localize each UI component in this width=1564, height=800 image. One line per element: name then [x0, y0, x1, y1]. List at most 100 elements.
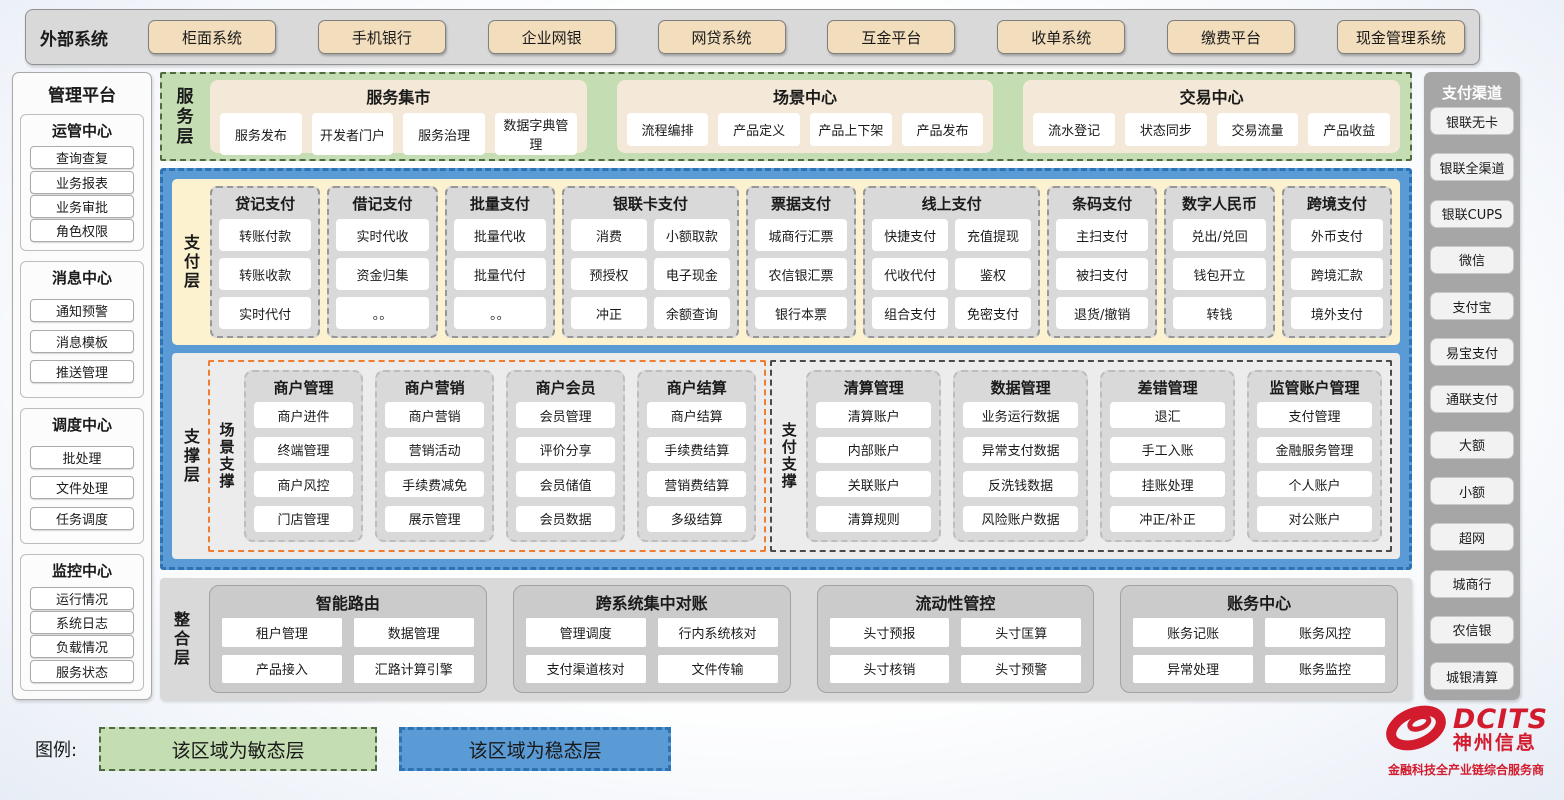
payment-item-button[interactable]: 批量代付 — [453, 258, 547, 290]
payment-item-button[interactable]: 城商行汇票 — [754, 219, 848, 251]
payment-channel-button[interactable]: 银联无卡 — [1430, 107, 1514, 135]
support-item-button[interactable]: 反洗钱数据 — [963, 471, 1079, 498]
payment-channel-button[interactable]: 微信 — [1430, 245, 1514, 274]
management-item-button[interactable]: 消息模板 — [30, 329, 134, 353]
integration-item-button[interactable]: 产品接入 — [222, 654, 342, 683]
integration-item-button[interactable]: 支付渠道核对 — [525, 654, 646, 683]
support-item-button[interactable]: 风险账户数据 — [963, 505, 1079, 532]
support-item-button[interactable]: 商户进件 — [254, 402, 354, 428]
payment-channel-button[interactable]: 城银清算 — [1430, 662, 1514, 690]
payment-item-button[interactable]: 银行本票 — [754, 297, 848, 329]
management-item-button[interactable]: 运行情况 — [30, 586, 134, 610]
payment-item-button[interactable]: 快捷支付 — [872, 219, 949, 251]
integration-item-button[interactable]: 头寸匡算 — [961, 618, 1082, 647]
service-item-button[interactable]: 状态同步 — [1125, 113, 1207, 146]
payment-item-button[interactable]: 被扫支付 — [1056, 258, 1149, 290]
payment-item-button[interactable]: 转账付款 — [219, 219, 312, 251]
support-item-button[interactable]: 关联账户 — [816, 471, 932, 498]
payment-channel-button[interactable]: 支付宝 — [1430, 292, 1514, 320]
payment-item-button[interactable]: 充值提现 — [955, 219, 1031, 251]
payment-item-button[interactable]: 小额取款 — [653, 219, 730, 251]
integration-item-button[interactable]: 行内系统核对 — [657, 618, 778, 647]
payment-item-button[interactable]: 钱包开立 — [1173, 258, 1266, 290]
management-item-button[interactable]: 批处理 — [30, 445, 134, 469]
payment-channel-button[interactable]: 大额 — [1430, 430, 1514, 459]
support-item-button[interactable]: 会员数据 — [516, 505, 616, 532]
service-item-button[interactable]: 产品收益 — [1308, 113, 1391, 146]
integration-item-button[interactable]: 账务风控 — [1265, 618, 1385, 647]
integration-item-button[interactable]: 头寸预警 — [961, 654, 1082, 683]
payment-item-button[interactable]: 预授权 — [571, 258, 647, 290]
payment-item-button[interactable]: 农信银汇票 — [754, 258, 848, 290]
support-item-button[interactable]: 手续费结算 — [647, 436, 747, 463]
management-item-button[interactable]: 查询查复 — [30, 146, 134, 170]
management-item-button[interactable]: 系统日志 — [30, 610, 134, 634]
external-system-button[interactable]: 缴费平台 — [1167, 20, 1296, 54]
integration-item-button[interactable]: 租户管理 — [222, 618, 342, 647]
payment-channel-button[interactable]: 小额 — [1430, 477, 1514, 505]
support-item-button[interactable]: 业务运行数据 — [963, 402, 1079, 428]
integration-item-button[interactable]: 账务监控 — [1265, 654, 1385, 683]
service-item-button[interactable]: 产品定义 — [718, 113, 801, 146]
management-item-button[interactable]: 任务调度 — [30, 506, 134, 530]
payment-item-button[interactable]: 组合支付 — [872, 297, 949, 329]
support-item-button[interactable]: 清算规则 — [816, 505, 932, 532]
service-item-button[interactable]: 流水登记 — [1033, 113, 1116, 146]
payment-channel-button[interactable]: 通联支付 — [1430, 384, 1514, 413]
payment-item-button[interactable]: 。。 — [453, 297, 547, 329]
integration-item-button[interactable]: 账务记账 — [1133, 618, 1254, 647]
payment-item-button[interactable]: 转钱 — [1173, 297, 1266, 329]
support-item-button[interactable]: 对公账户 — [1257, 505, 1372, 532]
service-item-button[interactable]: 交易流量 — [1216, 113, 1299, 146]
support-item-button[interactable]: 门店管理 — [254, 505, 354, 532]
integration-item-button[interactable]: 异常处理 — [1133, 654, 1254, 683]
payment-item-button[interactable]: 消费 — [571, 219, 647, 251]
integration-item-button[interactable]: 管理调度 — [525, 618, 646, 647]
external-system-button[interactable]: 收单系统 — [997, 20, 1126, 54]
payment-channel-button[interactable]: 银联全渠道 — [1430, 153, 1514, 182]
payment-item-button[interactable]: 批量代收 — [453, 219, 547, 251]
payment-channel-button[interactable]: 城商行 — [1430, 569, 1514, 598]
external-system-button[interactable]: 柜面系统 — [148, 20, 276, 54]
payment-item-button[interactable]: 。。 — [336, 297, 429, 329]
service-item-button[interactable]: 产品发布 — [901, 113, 984, 146]
integration-item-button[interactable]: 数据管理 — [353, 618, 474, 647]
support-item-button[interactable]: 手续费减免 — [385, 471, 485, 498]
payment-item-button[interactable]: 退货/撤销 — [1056, 297, 1149, 329]
support-item-button[interactable]: 营销活动 — [385, 436, 485, 463]
integration-item-button[interactable]: 汇路计算引擎 — [353, 654, 474, 683]
management-item-button[interactable]: 角色权限 — [30, 219, 134, 243]
payment-item-button[interactable]: 资金归集 — [336, 258, 429, 290]
payment-channel-button[interactable]: 超网 — [1430, 523, 1514, 552]
payment-item-button[interactable]: 鉴权 — [955, 258, 1031, 290]
support-item-button[interactable]: 异常支付数据 — [963, 436, 1079, 463]
support-item-button[interactable]: 个人账户 — [1257, 471, 1372, 498]
support-item-button[interactable]: 展示管理 — [385, 505, 485, 532]
payment-item-button[interactable]: 兑出/兑回 — [1173, 219, 1266, 251]
payment-item-button[interactable]: 电子现金 — [653, 258, 730, 290]
integration-item-button[interactable]: 头寸预报 — [829, 618, 950, 647]
payment-item-button[interactable]: 实时代付 — [219, 297, 312, 329]
support-item-button[interactable]: 冲正/补正 — [1110, 505, 1226, 532]
payment-item-button[interactable]: 免密支付 — [955, 297, 1031, 329]
payment-item-button[interactable]: 代收代付 — [872, 258, 949, 290]
support-item-button[interactable]: 清算账户 — [816, 402, 932, 428]
support-item-button[interactable]: 会员管理 — [516, 402, 616, 428]
support-item-button[interactable]: 金融服务管理 — [1257, 436, 1372, 463]
support-item-button[interactable]: 营销费结算 — [647, 471, 747, 498]
management-item-button[interactable]: 推送管理 — [30, 360, 134, 384]
management-item-button[interactable]: 通知预警 — [30, 299, 134, 323]
external-system-button[interactable]: 现金管理系统 — [1336, 20, 1465, 54]
support-item-button[interactable]: 会员储值 — [516, 471, 616, 498]
management-item-button[interactable]: 负载情况 — [30, 635, 134, 659]
payment-channel-button[interactable]: 银联CUPS — [1430, 199, 1514, 228]
support-item-button[interactable]: 多级结算 — [647, 505, 747, 532]
support-item-button[interactable]: 支付管理 — [1257, 402, 1372, 428]
external-system-button[interactable]: 企业网银 — [487, 20, 616, 54]
payment-item-button[interactable]: 实时代收 — [336, 219, 429, 251]
management-item-button[interactable]: 业务报表 — [30, 170, 134, 194]
payment-item-button[interactable]: 外币支付 — [1290, 219, 1384, 251]
support-item-button[interactable]: 退汇 — [1110, 402, 1226, 428]
support-item-button[interactable]: 商户营销 — [385, 402, 485, 428]
service-item-button[interactable]: 服务治理 — [403, 113, 486, 155]
